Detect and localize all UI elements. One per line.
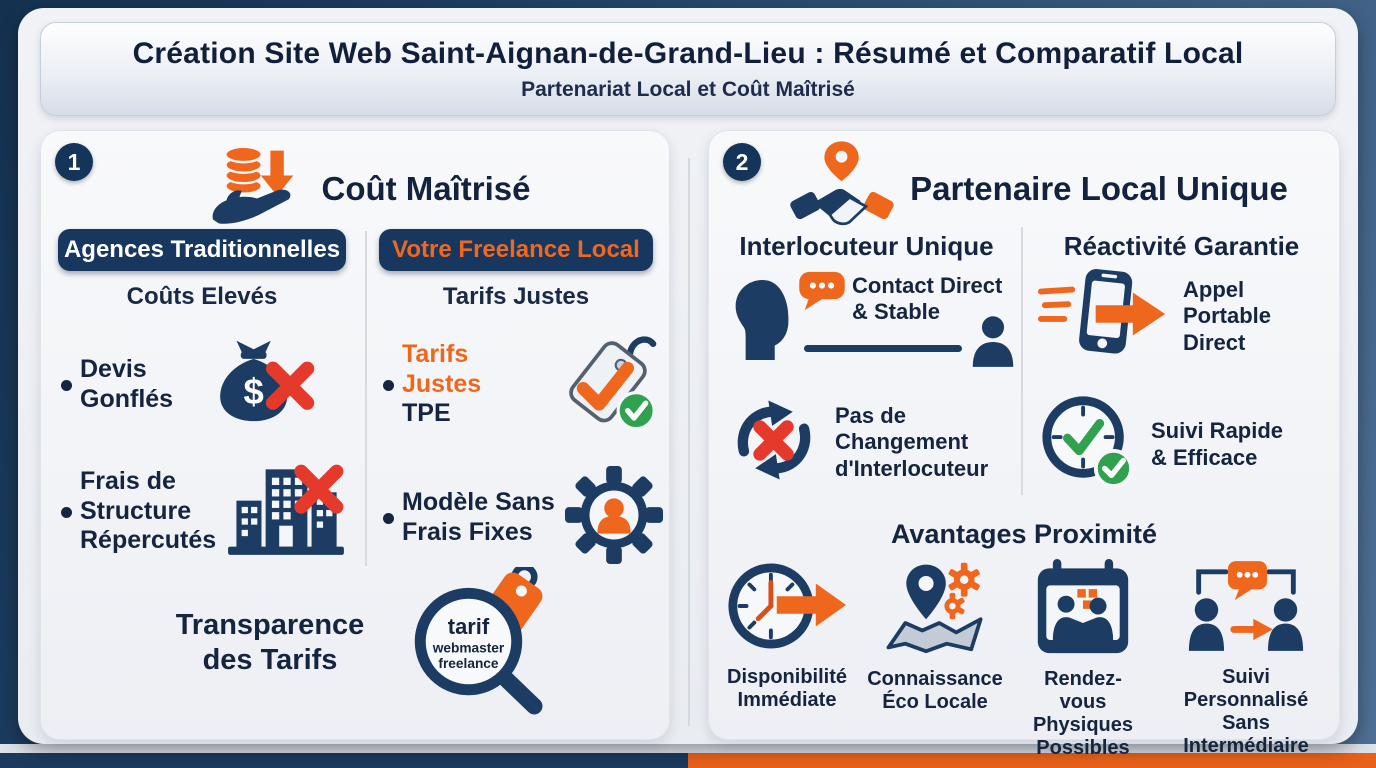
- transparence-label: Transparence des Tarifs: [175, 609, 365, 676]
- panel2-number-badge: 2: [723, 143, 761, 181]
- money-bag-x-icon: $: [200, 336, 318, 433]
- column-divider: [365, 231, 367, 566]
- panel1-title: Coût Maîtrisé: [321, 170, 531, 207]
- bottom-light-strip: [0, 744, 1376, 753]
- avantage-rendez-vous: Rendez-vous Physiques Possibles: [1011, 559, 1155, 760]
- panel1-footer: Transparence des Tarifs tarif webmaster …: [41, 563, 669, 723]
- handshake-pin-icon: [790, 139, 894, 240]
- phone-arrow-icon: [1037, 266, 1169, 367]
- item-appel-portable: Appel Portable Direct: [1037, 266, 1337, 367]
- avantage-disponibilite: Disponibilité Immédiate: [715, 559, 859, 760]
- avantages-heading: Avantages Proximité: [890, 519, 1158, 549]
- panel-divider: [688, 158, 690, 726]
- item-label: Contact Direct & Stable: [852, 273, 1003, 325]
- avantage-label: Connaissance Éco Locale: [867, 668, 1003, 713]
- people-chat-arrow-icon: [1185, 559, 1307, 658]
- panel2-header: Partenaire Local Unique: [749, 139, 1329, 239]
- avantage-suivi-personnalise: Suivi Personnalisé Sans Intermédiaire: [1159, 559, 1333, 760]
- list-item-label: Devis Gonflés: [80, 355, 174, 413]
- avantage-label: Suivi Personnalisé Sans Intermédiaire: [1183, 666, 1309, 757]
- item-contact-direct: Contact Direct & Stable: [724, 271, 1024, 386]
- gear-person-icon: [565, 466, 663, 569]
- bullet-dot: [61, 380, 72, 391]
- list-item-label: Modèle Sans Frais Fixes: [402, 488, 555, 546]
- bottom-bar-navy: [0, 753, 688, 768]
- panel1-number-badge: 1: [55, 143, 93, 181]
- coins-hand-icon: [209, 143, 305, 236]
- list-item-devis-gonfles: Devis Gonflés $: [61, 336, 361, 433]
- list-item-label: TPE: [402, 399, 451, 428]
- col2-subtitle: Tarifs Justes: [442, 283, 590, 310]
- list-item-label: Frais de Structure Répercutés: [80, 467, 217, 555]
- svg-text:$: $: [243, 371, 263, 412]
- subheading-reactivite: Réactivité Garantie: [1063, 231, 1300, 261]
- map-pin-gears-icon: [879, 559, 991, 660]
- calendar-handshake-icon: [1029, 559, 1137, 660]
- list-item-label-orange: Tarifs Justes: [402, 340, 482, 398]
- col1-subtitle: Coûts Elevés: [126, 283, 278, 310]
- bottom-bar-orange: [688, 753, 1376, 768]
- item-label: Pas de Changement d'Interlocuteur: [835, 402, 989, 481]
- panel2-column-divider: [1021, 227, 1023, 495]
- panel-partenaire-local: 2 Partenaire Local Unique Interlocuteur …: [708, 130, 1340, 759]
- list-item-frais-structure: Frais de Structure Répercutés: [61, 461, 361, 562]
- clock-check-icon: [1039, 393, 1137, 496]
- item-label: Appel Portable Direct: [1183, 276, 1272, 355]
- bullet-dot: [61, 507, 72, 518]
- magnifier-line-2: webmaster: [432, 640, 505, 655]
- page-subtitle: Partenariat Local et Coût Maîtrisé: [521, 77, 855, 101]
- pill-agences-traditionnelles: Agences Traditionnelles: [58, 229, 346, 271]
- chat-bubble-icon: [798, 271, 846, 316]
- cycle-x-icon: [727, 393, 821, 492]
- item-suivi-rapide: Suivi Rapide & Efficace: [1039, 393, 1339, 496]
- person-icon: [970, 315, 1016, 374]
- page-title: Création Site Web Saint-Aignan-de-Grand-…: [132, 36, 1244, 70]
- magnifier-line-3: freelance: [438, 655, 498, 670]
- avantage-label: Disponibilité Immédiate: [727, 666, 847, 711]
- avantages-grid: Disponibilité Immédiate: [715, 559, 1333, 760]
- list-item-modele-sans-frais: Modèle Sans Frais Fixes: [383, 466, 663, 569]
- list-item-tarifs-justes-tpe: Tarifs Justes TPE: [383, 329, 663, 440]
- head-profile-icon: [732, 277, 792, 368]
- avantage-label: Rendez-vous Physiques Possibles: [1032, 668, 1134, 759]
- panel2-title: Partenaire Local Unique: [910, 170, 1288, 207]
- magnifier-line-1: tarif: [448, 613, 490, 638]
- price-tag-check-icon: [551, 329, 663, 440]
- subheading-interlocuteur: Interlocuteur Unique: [739, 231, 994, 261]
- avantage-connaissance: Connaissance Éco Locale: [863, 559, 1007, 760]
- clock-arrow-icon: [726, 559, 848, 658]
- building-x-icon: [226, 461, 346, 562]
- bottom-accent-bar: [0, 753, 1376, 768]
- connection-line: [804, 345, 962, 352]
- header-card: Création Site Web Saint-Aignan-de-Grand-…: [40, 22, 1336, 116]
- magnifier-tag-icon: tarif webmaster freelance: [405, 563, 555, 720]
- item-pas-changement: Pas de Changement d'Interlocuteur: [727, 393, 1022, 492]
- bullet-dot: [383, 513, 394, 524]
- pill-votre-freelance-local: Votre Freelance Local: [379, 229, 653, 271]
- panel-cout-maitrise: 1 Coût Maîtrisé Agences Traditionne: [40, 130, 670, 740]
- item-label: Suivi Rapide & Efficace: [1151, 418, 1284, 470]
- panel1-header: Coût Maîtrisé: [81, 139, 659, 239]
- bullet-dot: [383, 380, 394, 391]
- main-container: Création Site Web Saint-Aignan-de-Grand-…: [18, 8, 1358, 759]
